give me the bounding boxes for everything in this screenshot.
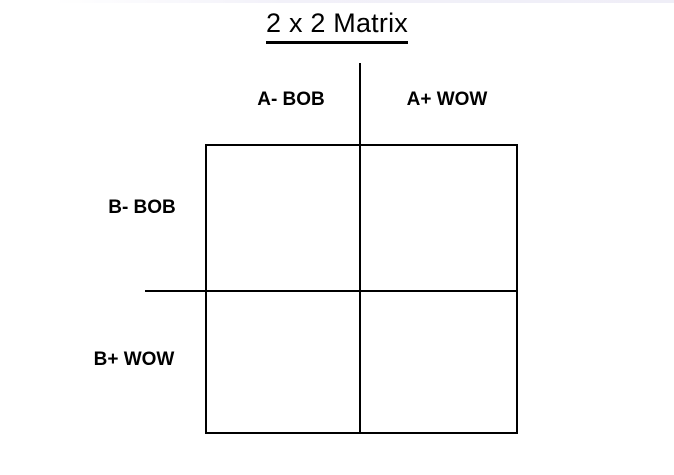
column-header-a-plus: A+ WOW bbox=[406, 89, 488, 110]
matrix-vertical-divider bbox=[359, 63, 361, 434]
matrix-horizontal-divider bbox=[145, 290, 518, 292]
matrix-cell-bplus-aminus[interactable] bbox=[205, 292, 360, 434]
row-header-b-plus: B+ WOW bbox=[93, 349, 175, 370]
column-header-a-minus: A- BOB bbox=[257, 89, 325, 110]
matrix-cell-bminus-aminus[interactable] bbox=[205, 144, 360, 291]
page-title: 2 x 2 Matrix bbox=[0, 6, 674, 44]
matrix-outer-border bbox=[205, 144, 518, 434]
row-header-b-minus: B- BOB bbox=[108, 197, 176, 218]
matrix-cell-bminus-aplus[interactable] bbox=[361, 144, 518, 291]
top-edge-strip bbox=[0, 0, 674, 3]
matrix-cell-bplus-aplus[interactable] bbox=[361, 292, 518, 434]
page-title-text: 2 x 2 Matrix bbox=[266, 6, 408, 44]
